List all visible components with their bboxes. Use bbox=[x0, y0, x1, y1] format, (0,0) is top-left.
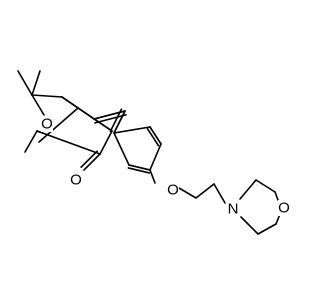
single-bond bbox=[240, 216, 259, 235]
single-bond bbox=[213, 183, 226, 204]
double-bond-line bbox=[83, 153, 101, 171]
single-bond bbox=[113, 126, 151, 134]
double-bond-line bbox=[128, 164, 151, 171]
single-bond bbox=[178, 187, 197, 199]
single-bond bbox=[149, 169, 156, 184]
double-bond-line bbox=[113, 110, 126, 134]
double-bond-line bbox=[80, 150, 98, 168]
atom-label-layer: O O O N O bbox=[41, 116, 290, 218]
single-bond bbox=[17, 70, 33, 96]
single-bond bbox=[195, 183, 215, 199]
single-bond bbox=[36, 130, 101, 155]
atom-label-background bbox=[167, 182, 179, 198]
single-bond bbox=[239, 179, 257, 200]
ether-oxygen-label: O bbox=[167, 182, 179, 199]
double-bond-line bbox=[127, 167, 151, 174]
single-bond bbox=[24, 130, 38, 153]
atom-label-background bbox=[41, 116, 53, 132]
single-bond bbox=[31, 70, 41, 96]
atom-label-background bbox=[278, 200, 290, 216]
single-bond bbox=[113, 132, 130, 166]
chemical-structure-diagram: O O O N O bbox=[17, 70, 290, 235]
single-bond bbox=[274, 191, 279, 201]
atom-label-background bbox=[227, 201, 239, 217]
double-bond-line bbox=[109, 108, 123, 133]
single-bond bbox=[257, 223, 277, 235]
double-bond-line bbox=[149, 126, 162, 145]
atom-label-background bbox=[70, 172, 82, 188]
bond-layer bbox=[17, 70, 281, 235]
single-bond bbox=[38, 107, 79, 143]
single-bond bbox=[31, 94, 63, 98]
double-bond-line bbox=[146, 127, 160, 147]
double-bond-line bbox=[94, 114, 127, 124]
single-bond bbox=[255, 179, 276, 193]
single-bond bbox=[99, 130, 113, 155]
morpholine-nitrogen-label: N bbox=[228, 201, 239, 218]
morpholine-oxygen-label: O bbox=[278, 200, 290, 217]
single-bond bbox=[149, 143, 162, 171]
ketone-oxygen-label: O bbox=[70, 172, 82, 189]
single-bond bbox=[31, 94, 45, 116]
ring-oxygen-label: O bbox=[41, 116, 53, 133]
single-bond bbox=[61, 96, 113, 132]
